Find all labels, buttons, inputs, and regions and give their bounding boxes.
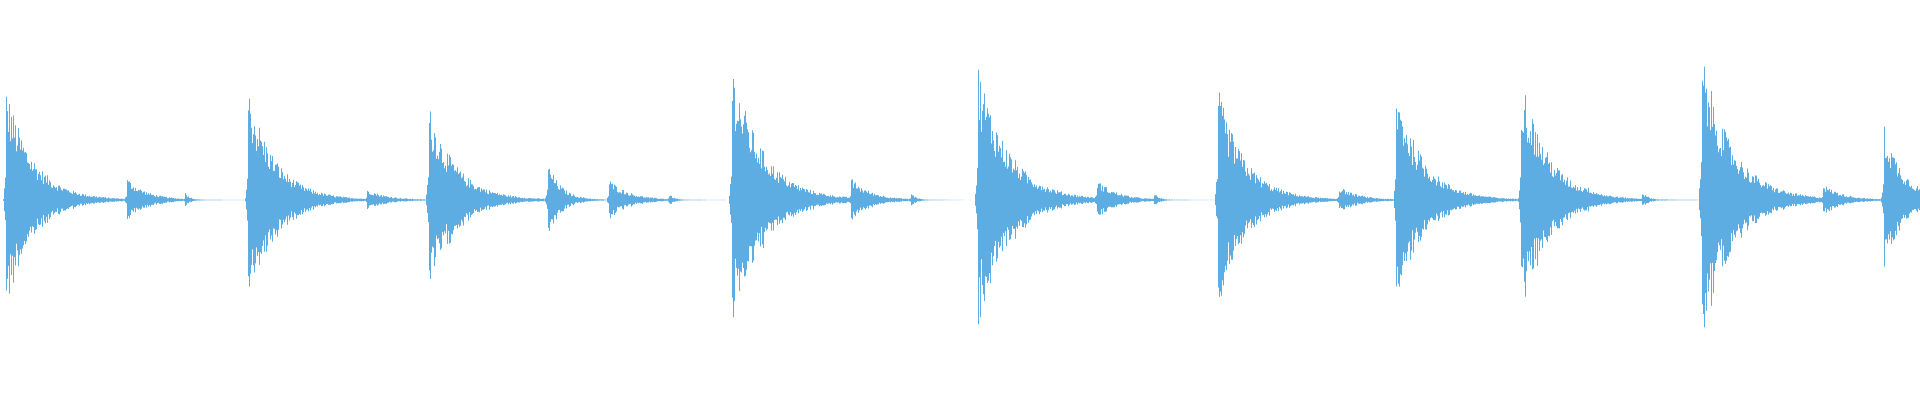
waveform-trace — [3, 66, 1920, 328]
